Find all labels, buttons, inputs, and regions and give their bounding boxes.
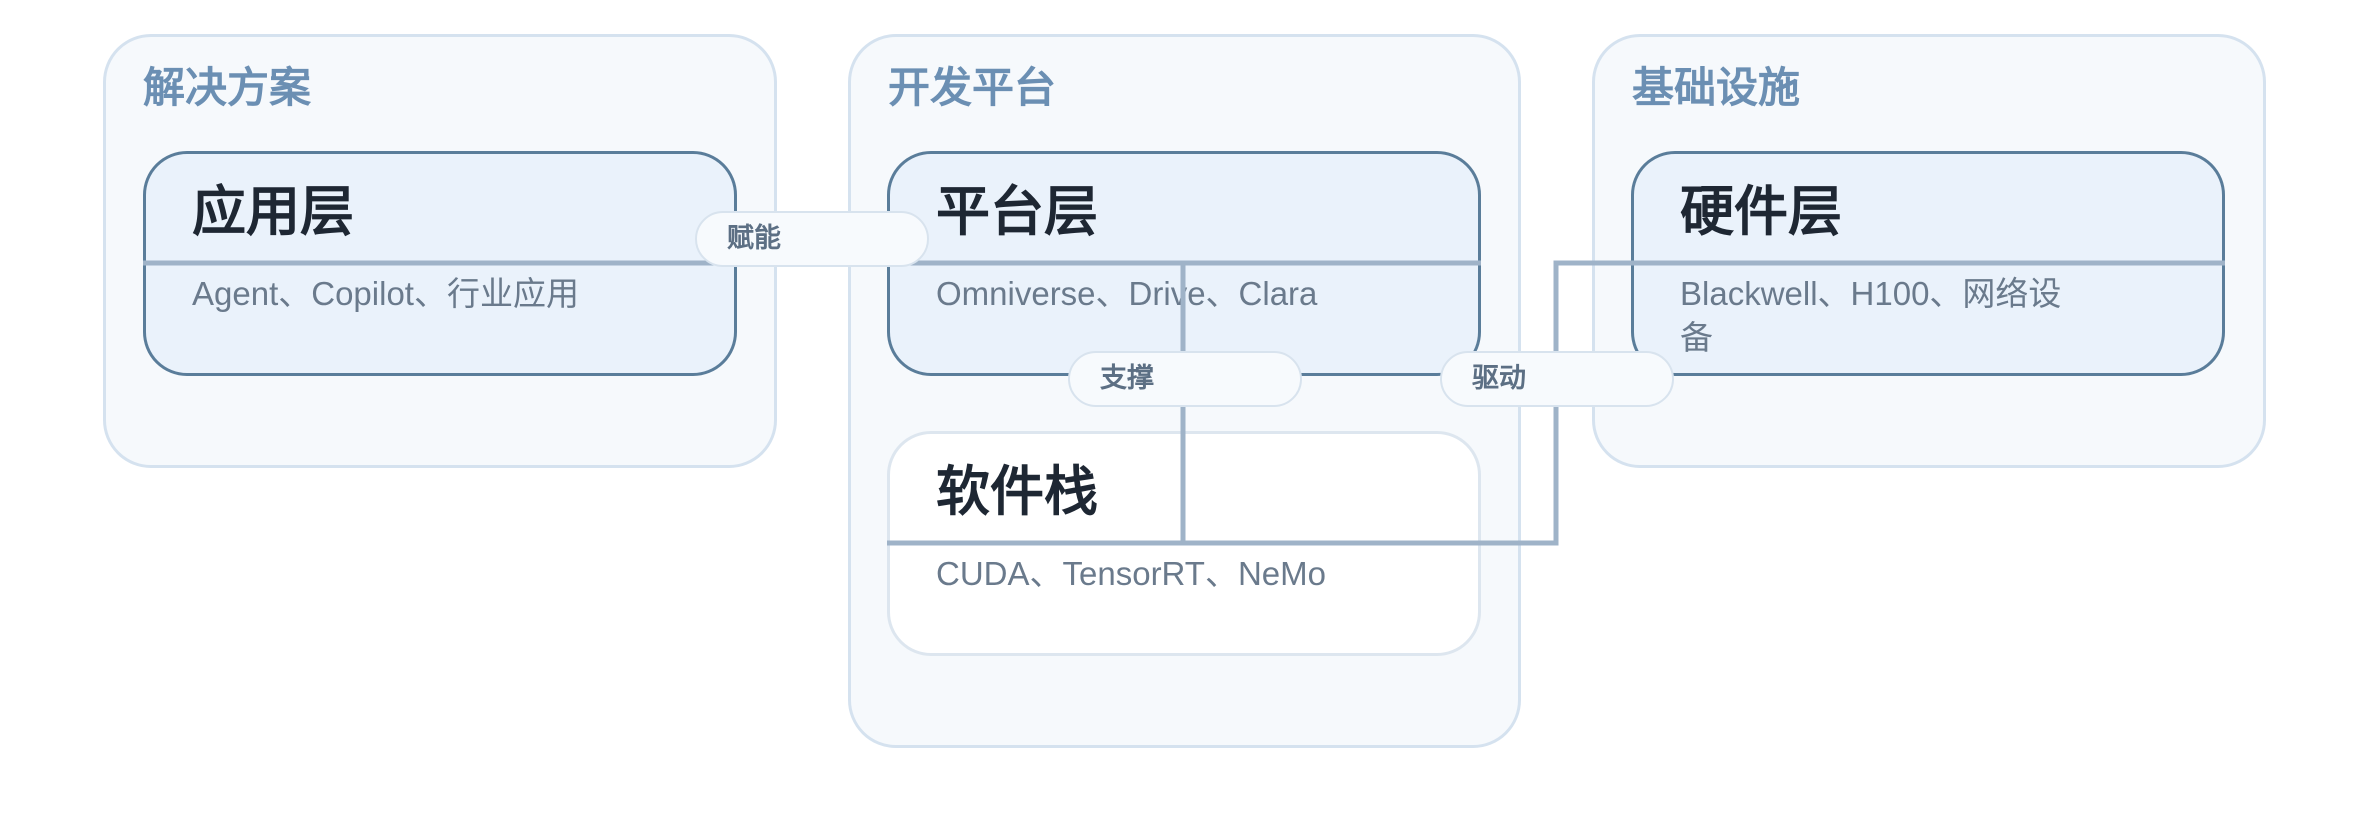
edge-label-drive: 驱动 — [1440, 351, 1674, 407]
layer-description: CUDA、TensorRT、NeMo — [936, 555, 1326, 592]
layer-title: 应用层 — [192, 180, 354, 243]
layer-title: 软件栈 — [936, 460, 1098, 523]
group-title: 基础设施 — [1632, 63, 1801, 112]
layer-description: Omniverse、Drive、Clara — [936, 275, 1318, 312]
layer-title: 平台层 — [936, 180, 1098, 243]
group-title: 开发平台 — [888, 63, 1057, 112]
edge-label-empower: 赋能 — [695, 211, 929, 267]
edge-label-support: 支撑 — [1068, 351, 1302, 407]
layer-description: Agent、Copilot、行业应用 — [192, 275, 579, 312]
layer-description: Blackwell、H100、网络设备 — [1680, 275, 2062, 356]
layer-title: 硬件层 — [1680, 180, 1842, 243]
group-title: 解决方案 — [143, 63, 312, 112]
edge-software-stack-hardware — [1183, 260, 2225, 546]
